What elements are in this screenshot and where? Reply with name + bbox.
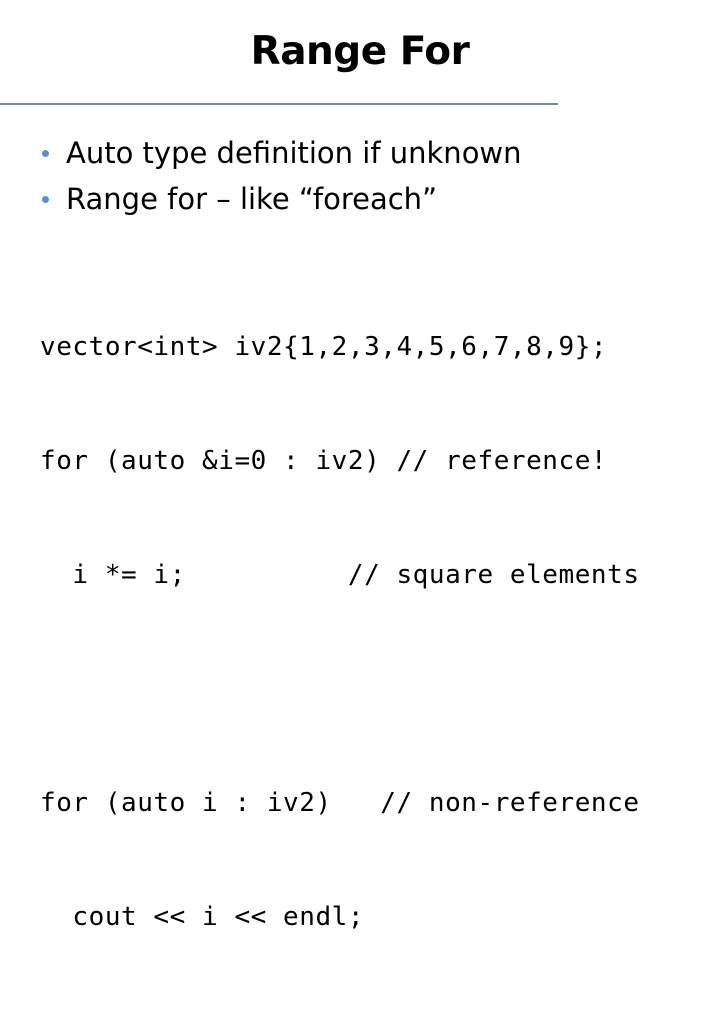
list-item-label: Auto type definition if unknown [66, 136, 522, 170]
code-line: i *= i; // square elements [40, 560, 640, 590]
code-line: vector<int> iv2{1,2,3,4,5,6,7,8,9}; [40, 332, 608, 362]
list-item: Auto type definition if unknown [36, 130, 676, 176]
list-item-label: Range for – like “foreach” [66, 182, 438, 216]
list-item: Range for – like “foreach” [36, 176, 676, 222]
page-title: Range For [250, 29, 470, 74]
code-line: for (auto &i=0 : iv2) // reference! [40, 446, 608, 476]
title-divider [0, 103, 558, 105]
code-line: cout << i << endl; [40, 902, 365, 932]
code-line: for (auto i : iv2) // non-reference [40, 788, 640, 818]
slide-canvas: Range For Auto type definition if unknow… [0, 29, 676, 932]
code-line-blank [40, 670, 700, 708]
bullet-list: Auto type definition if unknown Range fo… [36, 130, 676, 222]
bullet-dot-icon [42, 196, 49, 203]
code-block: vector<int> iv2{1,2,3,4,5,6,7,8,9}; for … [40, 252, 700, 1012]
bullet-dot-icon [42, 150, 49, 157]
